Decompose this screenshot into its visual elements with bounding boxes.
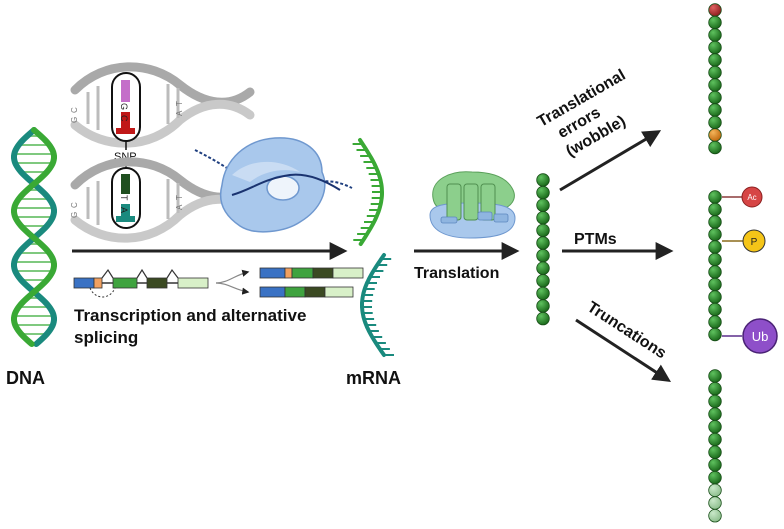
snp-top-left-letter-2: G bbox=[70, 117, 79, 123]
amino-acid-bead bbox=[708, 65, 722, 80]
snp-top-right-letter-1: T bbox=[175, 101, 184, 106]
snp-base-g: G bbox=[119, 103, 129, 110]
amino-acid-bead bbox=[708, 265, 722, 279]
amino-acid-bead bbox=[708, 382, 722, 396]
amino-acid-bead bbox=[536, 236, 550, 250]
amino-acid-bead bbox=[536, 261, 550, 275]
rna-polymerase-icon bbox=[194, 137, 353, 233]
splicing-diagram bbox=[73, 267, 364, 298]
protein-chain-wobble bbox=[708, 3, 722, 155]
wobble-arrow bbox=[559, 130, 662, 192]
amino-acid-bead bbox=[708, 227, 722, 242]
amino-acid-bead bbox=[708, 445, 722, 459]
mrna-label: mRNA bbox=[346, 368, 401, 388]
snp-base-c: C bbox=[119, 115, 129, 122]
amino-acid-bead bbox=[708, 190, 722, 204]
ubiquitination-mod: Ub bbox=[722, 318, 778, 354]
amino-acid-bead bbox=[708, 483, 722, 498]
amino-acid-bead bbox=[708, 432, 722, 447]
amino-acid-bead bbox=[708, 53, 722, 67]
amino-acid-bead bbox=[708, 90, 722, 105]
amino-acid-bead bbox=[708, 327, 722, 342]
amino-acid-bead bbox=[708, 140, 722, 155]
truncation-arrow bbox=[575, 318, 672, 382]
amino-acid-bead bbox=[708, 277, 722, 292]
amino-acid-bead bbox=[708, 103, 722, 117]
amino-acid-bead bbox=[708, 420, 722, 434]
amino-acid-bead bbox=[536, 248, 550, 263]
snp-bottom-left-letter-2: G bbox=[70, 212, 79, 218]
amino-acid-bead bbox=[708, 394, 722, 409]
amino-acid-bead bbox=[708, 215, 722, 229]
amino-acid-bead bbox=[708, 240, 722, 254]
amino-acid-bead bbox=[708, 369, 722, 383]
snp-bottom-left-letter-1: C bbox=[70, 202, 79, 208]
amino-acid-bead bbox=[708, 78, 722, 92]
snp-capsule-bottom bbox=[111, 167, 141, 229]
protein-chain-truncated bbox=[708, 369, 722, 523]
amino-acid-bead bbox=[708, 15, 722, 30]
mrna-strand-top-icon bbox=[352, 138, 384, 246]
ptms-label: PTMs bbox=[574, 231, 617, 248]
snp-helix-top-icon: C G T A bbox=[70, 62, 255, 148]
snp-bottom-right-letter-1: T bbox=[175, 195, 184, 200]
amino-acid-bead bbox=[536, 223, 550, 238]
amino-acid-bead bbox=[536, 198, 550, 212]
amino-acid-bead bbox=[708, 202, 722, 217]
amino-acid-bead bbox=[708, 252, 722, 267]
amino-acid-bead bbox=[708, 302, 722, 317]
amino-acid-bead bbox=[536, 274, 550, 288]
amino-acid-bead bbox=[708, 28, 722, 42]
acetylation-mod: Ac bbox=[722, 186, 763, 208]
amino-acid-bead bbox=[708, 496, 722, 510]
amino-acid-bead bbox=[708, 128, 722, 142]
amino-acid-bead bbox=[708, 315, 722, 329]
transcription-label-line1: Transcription and alternative bbox=[74, 306, 306, 325]
amino-acid-bead bbox=[708, 407, 722, 421]
snp-illustration: C G T A G C SNP C G T A bbox=[70, 62, 255, 243]
protein-chain-center bbox=[536, 173, 550, 326]
translation-label: Translation bbox=[414, 265, 499, 282]
ribosome-icon bbox=[429, 171, 516, 239]
snp-top-left-letter-1: C bbox=[70, 107, 79, 113]
amino-acid-bead bbox=[708, 509, 722, 523]
amino-acid-bead bbox=[536, 311, 550, 326]
amino-acid-bead bbox=[536, 299, 550, 313]
dna-helix-icon bbox=[11, 127, 57, 347]
amino-acid-bead bbox=[536, 211, 550, 225]
phosphorylation-mod: P bbox=[722, 229, 766, 253]
amino-acid-bead bbox=[708, 40, 722, 55]
dna-label: DNA bbox=[6, 368, 45, 388]
amino-acid-bead bbox=[708, 290, 722, 304]
ubiquitination-label: Ub bbox=[752, 329, 769, 344]
wobble-label-group: Translational errors (wobble) bbox=[535, 67, 629, 161]
amino-acid-bead bbox=[536, 286, 550, 301]
amino-acid-bead bbox=[536, 185, 550, 200]
acetylation-label: Ac bbox=[747, 193, 756, 202]
mrna-strand-bottom-icon bbox=[360, 253, 394, 357]
snp-base-t: T bbox=[119, 195, 129, 201]
snp-base-a: A bbox=[119, 207, 129, 213]
snp-top-right-letter-2: A bbox=[175, 110, 184, 116]
snp-bottom-right-letter-2: A bbox=[175, 204, 184, 210]
amino-acid-bead bbox=[708, 115, 722, 130]
amino-acid-bead bbox=[708, 458, 722, 472]
transcription-label-line2: splicing bbox=[74, 328, 138, 347]
amino-acid-bead bbox=[708, 3, 722, 17]
amino-acid-bead bbox=[708, 470, 722, 485]
protein-chain-ptm bbox=[708, 190, 722, 342]
phosphorylation-label: P bbox=[751, 237, 758, 248]
amino-acid-bead bbox=[536, 173, 550, 187]
